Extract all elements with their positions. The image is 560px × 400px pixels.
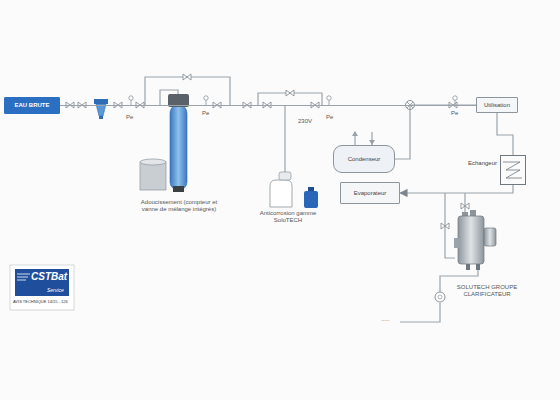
clarifier-label: SOLUTECH GROUPE CLARIFICATEUR [447,284,527,298]
clarifier [454,210,496,270]
evaporator-box: Evaporateur [340,182,400,204]
pipe-connector [400,185,513,193]
certification-logo [10,265,74,310]
softener-label: Adoucissement (compteur et vanne de méla… [133,199,225,213]
exchanger-box: Echangeur [500,155,526,185]
node-text: Utilisation [484,102,510,109]
gauge-label: Pe [325,114,334,121]
continuation-dots: ..... [380,316,390,323]
gauge-label: Pe [125,114,134,121]
anticorrosion-label: Anticorrosion gamme SoluTECH [253,210,323,224]
node-text: Condenseur [348,156,381,163]
voltage-label: 230V [297,118,313,125]
source-box: EAU BRUTE [4,97,60,114]
valves [66,74,469,229]
flow-arrows [352,131,375,145]
use-point-box: Utilisation [476,97,518,113]
water-meter [435,292,445,302]
pipe-connector [395,105,476,159]
node-text: Evaporateur [354,190,387,197]
pipe-connector [497,113,513,155]
gauge-label: Pe [450,110,459,117]
certificate-text: AVIS TECHNIQUE 14/15 - 126 [13,300,68,305]
condenser-tank: Condenseur [333,145,395,173]
softener [140,94,189,192]
filter [94,99,108,119]
node-text: EAU BRUTE [14,102,49,109]
exchanger-coil [503,162,522,178]
node-text: Echangeur [468,160,497,167]
logo-text: CSTBat [31,271,67,283]
gauge-label: Pe [201,110,210,117]
anticorrosion-unit [270,172,318,208]
logo-subtext: Service [47,287,64,293]
